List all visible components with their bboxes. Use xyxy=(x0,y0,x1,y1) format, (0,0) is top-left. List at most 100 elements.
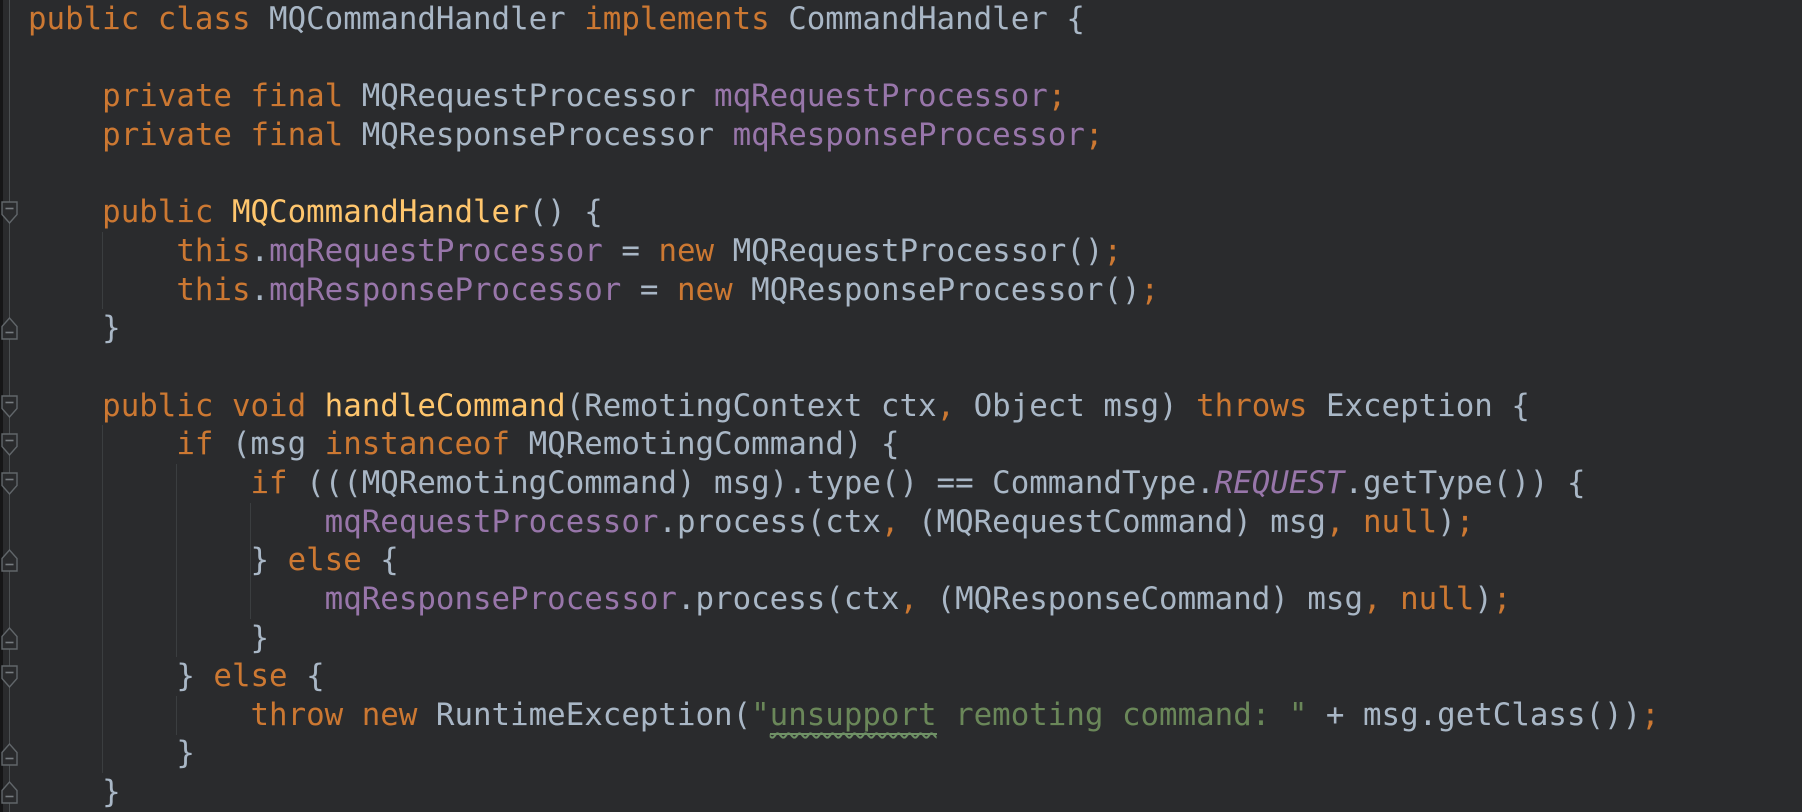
fold-collapse-end-marker-icon[interactable] xyxy=(1,317,18,341)
code-token: Object msg) xyxy=(955,387,1197,424)
code-token: if xyxy=(250,464,307,501)
code-token xyxy=(28,581,325,617)
fold-collapse-start-marker-icon[interactable] xyxy=(1,201,18,225)
code-token: , xyxy=(1325,503,1345,540)
code-line: private final MQRequestProcessor mqReque… xyxy=(28,77,1802,116)
code-token: ; xyxy=(1084,116,1104,153)
fold-collapse-end-marker-icon[interactable] xyxy=(1,626,18,650)
fold-collapse-end-marker-icon[interactable] xyxy=(1,742,18,766)
indent-guide xyxy=(176,696,178,735)
code-token: ; xyxy=(1492,580,1512,617)
code-token: RuntimeException( xyxy=(435,696,752,733)
code-token: public void xyxy=(102,387,325,424)
code-token: = xyxy=(621,271,677,308)
fold-collapse-start-marker-icon[interactable] xyxy=(1,665,18,689)
code-token: + msg.getClass()) xyxy=(1307,696,1642,733)
code-token: = xyxy=(602,232,659,269)
code-token: public xyxy=(102,194,232,231)
code-token: implements xyxy=(584,1,789,37)
code-token xyxy=(1382,581,1401,617)
fold-collapse-end-marker-icon[interactable] xyxy=(1,549,18,573)
code-token: } xyxy=(28,735,195,772)
code-token: private final xyxy=(102,116,362,153)
code-token: ; xyxy=(1047,78,1067,115)
code-token: if xyxy=(176,426,232,463)
code-token: , xyxy=(1363,580,1382,617)
code-token: else xyxy=(287,542,381,579)
code-token: remoting command: " xyxy=(936,696,1308,733)
indent-guide xyxy=(176,464,178,658)
fold-collapse-start-marker-icon[interactable] xyxy=(1,433,18,457)
fold-collapse-start-marker-icon[interactable] xyxy=(1,394,18,418)
typo-highlighted-word: unsupport xyxy=(769,696,937,735)
code-token: } xyxy=(28,619,270,656)
code-token: this xyxy=(176,271,251,308)
indent-guide xyxy=(102,425,104,774)
code-token: public class xyxy=(28,1,270,37)
code-token: . xyxy=(250,271,270,308)
code-token xyxy=(28,194,102,230)
code-token: mqRequestProcessor xyxy=(324,503,659,540)
indent-guide xyxy=(250,502,252,619)
code-token: (RemotingContext ctx xyxy=(565,387,937,424)
code-token xyxy=(28,465,251,501)
code-line: this.mqRequestProcessor = new MQRequestP… xyxy=(28,232,1802,271)
code-token: } xyxy=(28,658,214,695)
code-token: .getType()) { xyxy=(1344,464,1586,501)
code-token: (msg xyxy=(231,426,325,463)
code-token: new xyxy=(658,232,733,269)
code-token: { xyxy=(380,542,399,579)
code-token: null xyxy=(1400,580,1475,617)
code-token: throws xyxy=(1196,387,1326,424)
code-token xyxy=(28,504,325,540)
code-line: throw new RuntimeException("unsupport re… xyxy=(28,696,1802,735)
code-line: } xyxy=(28,773,1802,812)
code-line: mqResponseProcessor.process(ctx, (MQResp… xyxy=(28,580,1802,619)
code-line: mqRequestProcessor.process(ctx, (MQReque… xyxy=(28,503,1802,542)
code-token: (MQResponseCommand) msg xyxy=(918,580,1364,617)
fold-collapse-end-marker-icon[interactable] xyxy=(1,781,18,805)
code-token xyxy=(28,78,102,114)
code-token: mqRequestProcessor xyxy=(714,78,1048,115)
code-token: MQResponseProcessor xyxy=(361,116,733,153)
code-token: ; xyxy=(1140,271,1160,308)
code-token xyxy=(28,233,176,269)
code-token: ) xyxy=(1437,503,1456,540)
code-line: public void handleCommand(RemotingContex… xyxy=(28,387,1802,426)
code-token: MQResponseProcessor() xyxy=(751,271,1141,308)
fold-collapse-start-marker-icon[interactable] xyxy=(1,472,18,496)
code-token: . xyxy=(250,232,270,269)
code-token xyxy=(28,272,176,308)
code-token: ; xyxy=(1103,232,1122,269)
code-token: (((MQRemotingCommand) msg).type() == Com… xyxy=(306,464,1215,501)
code-line: } xyxy=(28,619,1802,658)
code-token: REQUEST xyxy=(1214,464,1345,501)
code-token: ) xyxy=(1474,580,1493,617)
code-token: { xyxy=(306,658,325,695)
code-line: if (msg instanceof MQRemotingCommand) { xyxy=(28,425,1802,464)
code-line xyxy=(28,155,1802,194)
code-token: null xyxy=(1363,503,1438,540)
code-token: MQRemotingCommand) { xyxy=(528,426,900,463)
code-token xyxy=(28,697,251,733)
code-token: instanceof xyxy=(324,426,529,463)
code-token: handleCommand xyxy=(324,387,566,424)
code-token: MQRequestProcessor xyxy=(361,78,715,115)
code-token xyxy=(1344,504,1363,540)
code-token: new xyxy=(676,271,752,308)
code-token: this xyxy=(176,232,251,269)
code-line: private final MQResponseProcessor mqResp… xyxy=(28,116,1802,155)
code-line: this.mqResponseProcessor = new MQRespons… xyxy=(28,271,1802,310)
code-token xyxy=(28,426,176,462)
code-line: if (((MQRemotingCommand) msg).type() == … xyxy=(28,464,1802,503)
code-token: } xyxy=(28,774,121,811)
code-line: } xyxy=(28,309,1802,348)
code-token: ; xyxy=(1641,696,1660,733)
code-token: , xyxy=(880,503,900,540)
code-token: throw new xyxy=(250,696,436,733)
code-token: } xyxy=(28,310,121,347)
code-token: mqResponseProcessor xyxy=(324,580,677,617)
code-token: MQRequestProcessor() xyxy=(732,232,1104,269)
